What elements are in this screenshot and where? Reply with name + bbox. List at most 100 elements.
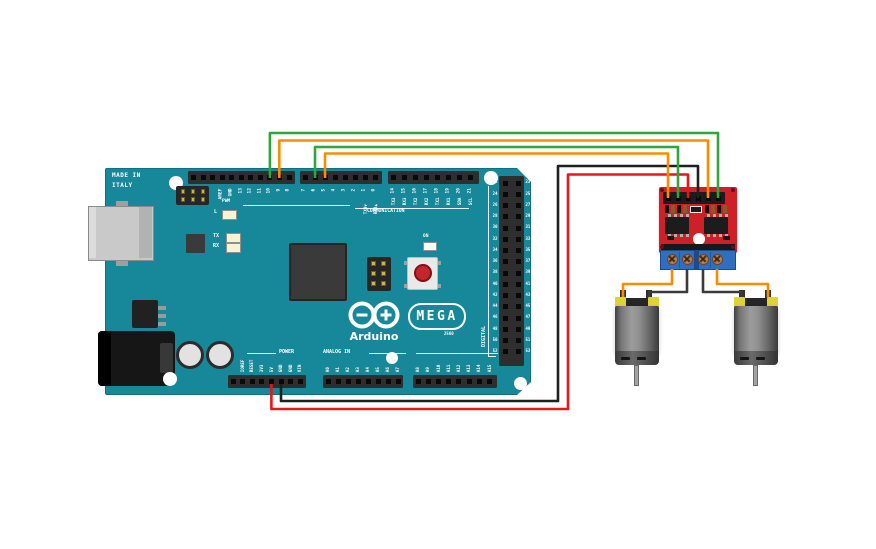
capacitor-2 [206,341,234,369]
power-silk-line [247,353,276,355]
pin-label: RX2 [423,197,429,205]
pin-hole [375,379,381,384]
pin-hole [325,379,331,384]
pin-label: 51 [525,336,531,342]
pin-hole [515,315,521,321]
pin-hole [503,203,508,208]
pin-hole [248,175,254,180]
smd-component [723,205,727,213]
icsp-pin [190,189,196,194]
icsp-pin [371,281,376,286]
icsp-pin [371,271,376,276]
pin-label: 26 [492,201,498,207]
pin-hole [332,175,338,180]
icsp-pin [200,197,206,202]
pin-hole [257,175,263,180]
pin-hole [395,379,401,384]
smd-component [723,236,730,240]
pin-hole [415,379,421,384]
pin-hole [503,225,508,231]
pin-hole [515,338,521,343]
pin-hole [435,379,441,384]
pin-hole [503,270,508,276]
pin-hole [424,175,429,180]
pin-label: 16 [412,188,418,194]
pin-label: A14 [476,364,482,372]
pin-hole [259,379,265,384]
pin-hole [515,304,521,310]
pin-label: A7 [394,366,400,372]
pin-hole [705,195,711,201]
power-label: POWER [279,349,295,355]
pin-hole [515,214,521,220]
pin-label: 46 [492,314,498,320]
pin-hole [240,379,246,384]
made-in-label-line2: ITALY [112,182,133,189]
pin-label: 11 [257,188,263,194]
pin-hole [515,191,521,197]
pin-hole [503,180,508,186]
digital-silk-tick [488,356,496,358]
on-led [423,242,437,251]
regulator-leg [158,314,166,318]
pin-label: 17 [423,188,429,194]
voltage-regulator [132,300,158,328]
pin-label: A2 [344,366,350,372]
pin-hole [468,175,473,180]
terminal-block-divider [678,252,680,268]
pin-hole [665,195,671,201]
pin-hole [278,379,284,384]
motor-left-shaft [634,365,639,386]
l-led-label: L [214,209,218,215]
pin-label: 19 [445,188,451,194]
mounting-hole [514,377,527,390]
pin-label: 20 [456,188,462,194]
pin-label: 8 [285,188,291,192]
pin-label: A5 [374,366,380,372]
pin-hole [200,175,206,180]
motor-right-cap [767,297,778,307]
pin-hole [466,379,472,384]
pin-label: 24 [492,190,498,196]
pin-label: A0 [324,366,330,372]
pin-hole [210,175,216,180]
pin-hole [515,203,521,208]
pin-hole [402,175,407,180]
smd-component [683,205,687,213]
motor-band-dash [637,357,646,360]
icsp-pin [190,197,196,202]
pin-label: A11 [445,364,451,372]
pin-label: 13 [238,188,243,194]
pin-label: 53 [525,348,531,354]
pin-label: 3 [341,188,347,192]
icsp-pin [381,261,386,266]
ic-leg [713,234,716,237]
pin-label: 30 [492,224,498,230]
pin-label: 27 [525,201,531,207]
model-number-label: 2560 [444,331,454,336]
pin-label: 4 [331,188,337,192]
smd-component [705,205,709,213]
pin-hole [515,326,521,332]
pin-hole [219,175,225,180]
pin-label: GND [277,364,283,372]
pin-label: 34 [492,246,498,252]
pin-hole [230,379,236,384]
on-led-label: ON [423,234,429,239]
pin-hole [695,195,701,201]
pin-hole [486,379,492,384]
ic-leg [707,214,710,217]
pin-hole [515,225,521,231]
ic-leg [686,214,689,217]
pin-label: 42 [492,291,498,297]
pin-hole [675,195,681,201]
pin-hole [503,338,508,343]
pin-hole [365,379,371,384]
pin-label: 21 [467,188,473,194]
pin-label: 10 [266,188,272,194]
motor-right-shaft [753,365,758,386]
pin-label: 52 [492,348,498,354]
pin-label: A12 [455,364,461,372]
rx0-label: RX0▲ [372,203,378,214]
pin-label: 45 [525,303,531,309]
